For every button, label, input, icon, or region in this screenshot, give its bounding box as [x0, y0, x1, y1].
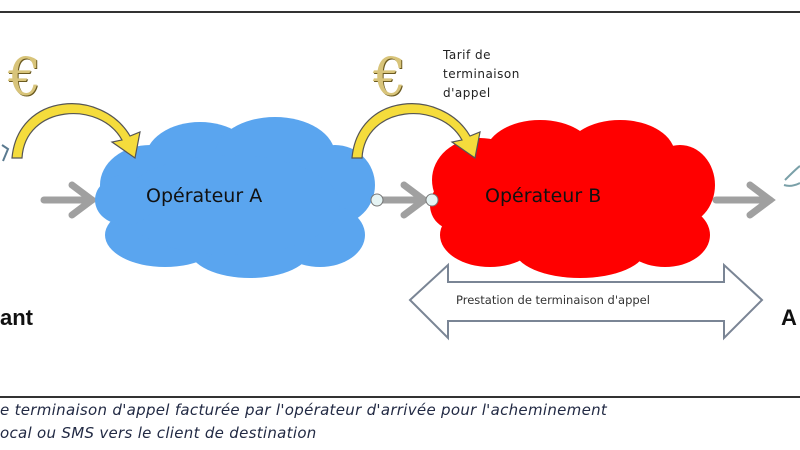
tarif-label: Tarif de terminaison d'appel — [443, 46, 520, 103]
phone-icon-right — [783, 165, 800, 187]
euro-icon: € — [373, 48, 407, 108]
payment-arrow-1 — [11, 103, 141, 160]
caller-label: ant — [0, 305, 33, 330]
connection-point — [425, 193, 439, 207]
payment-arrow-2 — [351, 103, 481, 160]
flow-arrow-between — [376, 181, 430, 219]
operator-b-label: Opérateur B — [485, 185, 602, 207]
connection-point — [370, 193, 384, 207]
callee-label: A — [781, 305, 797, 330]
top-border — [0, 11, 800, 13]
phone-icon-left — [1, 144, 10, 162]
caption-line-2: ocal ou SMS vers le client de destinatio… — [0, 424, 317, 442]
service-label: Prestation de terminaison d'appel — [456, 293, 650, 307]
tarif-label-line: d'appel — [443, 86, 491, 100]
tarif-label-line: Tarif de — [443, 48, 492, 62]
flow-arrow-out — [712, 181, 776, 219]
operator-b-cloud — [430, 120, 715, 278]
caption-line-1: e terminaison d'appel facturée par l'opé… — [0, 401, 608, 419]
flow-arrow-in — [40, 181, 98, 219]
operator-a-label: Opérateur A — [146, 185, 263, 207]
termination-service-arrow — [408, 262, 764, 341]
bottom-border — [0, 396, 800, 398]
euro-icon: € — [8, 48, 42, 108]
tarif-label-line: terminaison — [443, 67, 520, 81]
operator-a-cloud — [95, 117, 375, 278]
